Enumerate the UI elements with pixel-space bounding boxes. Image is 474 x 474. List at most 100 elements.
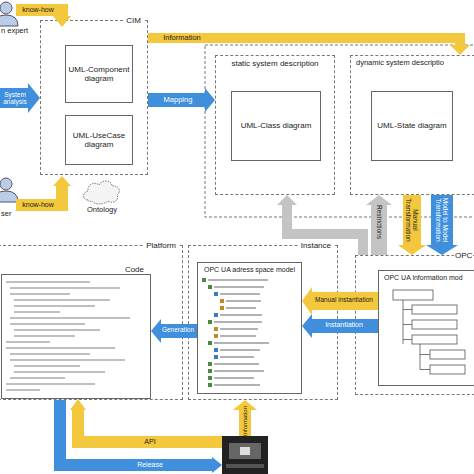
person-icon	[0, 2, 18, 26]
tree-box	[412, 305, 457, 314]
edge-label: Information	[152, 34, 212, 42]
edge-label: Instantiation	[314, 321, 374, 329]
arrow-body	[287, 205, 363, 255]
arrow-body	[148, 38, 460, 45]
node-title: static system description	[216, 59, 334, 68]
tree-entries	[208, 280, 269, 385]
api-arrow	[78, 410, 222, 442]
flow-label: System analysis	[0, 91, 30, 105]
edge-label: Mapping	[153, 96, 203, 104]
flow-label: know-how	[18, 201, 58, 209]
analysis-arrow	[0, 88, 28, 108]
description-frame: static system descriptionUML-Class diagr…	[215, 55, 335, 195]
node-title: OPC UA adress space model	[198, 266, 301, 274]
node-title: UML-Component diagram	[68, 65, 130, 83]
person-icon	[0, 178, 18, 202]
node-title: CIM	[124, 16, 143, 25]
model-layer-frame: InstanceOPC UA adress space model	[188, 245, 338, 400]
machine-icon	[222, 436, 268, 474]
person-head	[0, 2, 12, 14]
arrow-body	[403, 195, 421, 245]
edge-label: Manual Transformation	[405, 196, 419, 244]
flow-arrow	[398, 195, 426, 255]
group-frame	[205, 45, 474, 217]
arrow-head	[450, 45, 470, 55]
arrow-body	[371, 205, 387, 255]
arrow-head	[53, 176, 71, 186]
arrow-body	[148, 93, 205, 107]
person-body	[0, 15, 18, 26]
flow-label: know-how	[18, 6, 58, 14]
tree-icons	[214, 299, 224, 338]
edge-label: Generation	[158, 326, 198, 333]
information-arrow	[239, 410, 251, 436]
node-title: UML-UseCase diagram	[68, 131, 130, 149]
machine-base	[226, 464, 264, 468]
flow-arrow	[366, 195, 392, 255]
tree-box	[412, 320, 457, 329]
cloud-outline	[80, 176, 124, 206]
flow-arrow	[148, 38, 470, 55]
diagram-box: UML-UseCase diagram	[65, 115, 133, 165]
tree-box	[430, 350, 465, 359]
address-space-tree	[202, 278, 269, 387]
machine-part	[240, 447, 250, 455]
tree-box	[412, 335, 457, 344]
tree-icons	[214, 292, 218, 359]
arrow-head	[53, 16, 71, 27]
arrow-head	[302, 314, 312, 338]
node-title: Ontology	[60, 206, 144, 215]
edge-label: Manual instantiation	[313, 296, 375, 303]
model-box: OPC UA information mod	[378, 270, 474, 386]
person-name: n expert	[1, 27, 41, 35]
arrow-head	[205, 88, 215, 112]
arrow-head	[277, 195, 297, 205]
cloud-shape	[84, 181, 120, 204]
arrow-body	[312, 292, 378, 310]
person-body	[0, 191, 18, 202]
edge-label: Model to Model Transformation	[435, 195, 449, 245]
diagram-box: UML-Class diagram	[231, 91, 321, 161]
tree-icons	[202, 278, 212, 387]
knowhow-arrow	[16, 186, 62, 205]
description-frame: dynamic system descriptioUML-State diagr…	[350, 55, 474, 195]
code-box: Code	[1, 274, 151, 399]
edge-label: Restrictions	[375, 199, 382, 245]
node-title: Code	[125, 265, 144, 274]
person-name: ser	[1, 210, 21, 218]
tree-box	[430, 365, 465, 374]
diagram-box: UML-State diagram	[371, 91, 453, 161]
arrow-head	[151, 319, 161, 343]
node-title: UML-Class diagram	[241, 121, 312, 130]
flow-arrow	[151, 319, 197, 343]
arrow-head	[426, 245, 458, 255]
release-arrow	[60, 400, 212, 465]
model-layer-frame: CIMUML-Component diagramUML-UseCase diag…	[40, 20, 148, 175]
node-title: Instance	[299, 241, 333, 250]
flow-label: Release	[130, 461, 170, 469]
arrow-body	[312, 319, 378, 333]
node-title: OPC	[454, 251, 473, 260]
arrow-head	[233, 400, 257, 410]
tree-box	[393, 290, 433, 300]
flow-label: Information	[242, 403, 249, 439]
arrow-head	[212, 457, 222, 473]
information-model-tree	[393, 290, 465, 374]
arrow-head	[28, 83, 40, 113]
knowhow-arrow	[16, 10, 62, 16]
node-title: Platform	[144, 241, 178, 250]
flow-label: API	[135, 438, 165, 446]
model-layer-frame: OPCOPC UA information mod	[355, 255, 474, 395]
node-title: dynamic system descriptio	[356, 59, 444, 68]
person-head	[0, 178, 12, 190]
node-title: OPC UA information mod	[384, 274, 463, 282]
flow-arrow	[302, 287, 378, 315]
node-title: UML-State diagram	[377, 121, 446, 130]
flow-arrow	[302, 314, 378, 338]
flow-arrow	[148, 88, 215, 112]
